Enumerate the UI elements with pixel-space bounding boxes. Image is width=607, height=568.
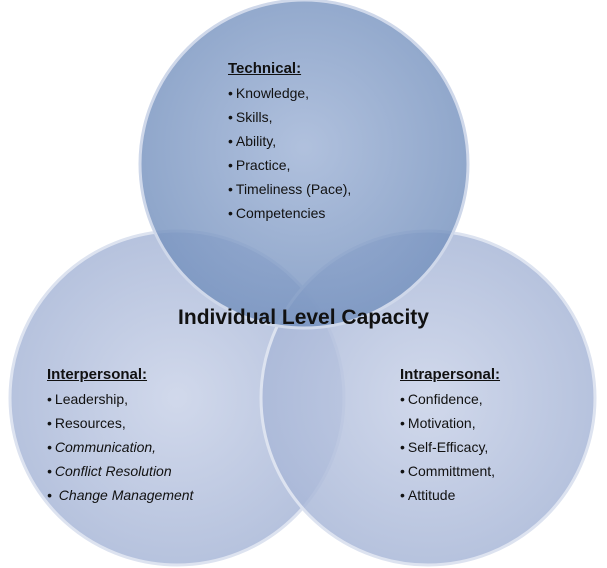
list-item: Self-Efficacy, (400, 435, 500, 459)
list-item: Competencies (228, 201, 351, 225)
list-item: Leadership, (47, 387, 193, 411)
list-item: Resources, (47, 411, 193, 435)
list-item: Conflict Resolution (47, 459, 193, 483)
interpersonal-title: Interpersonal: (47, 366, 148, 383)
technical-label: Technical: Knowledge, Skills, Ability, P… (228, 60, 351, 225)
list-item: Motivation, (400, 411, 500, 435)
list-item: Practice, (228, 153, 351, 177)
interpersonal-label: Interpersonal: Leadership, Resources, Co… (47, 366, 193, 507)
list-item: Knowledge, (228, 81, 351, 105)
list-item: Timeliness (Pace), (228, 177, 351, 201)
list-item: Communication, (47, 435, 193, 459)
intrapersonal-title: Intrapersonal: (400, 366, 501, 383)
list-item: Attitude (400, 483, 500, 507)
center-title: Individual Level Capacity (178, 306, 429, 329)
list-item: Change Management (47, 483, 194, 507)
intrapersonal-list: Confidence, Motivation, Self-Efficacy, C… (400, 387, 500, 507)
technical-title: Technical: (228, 60, 302, 77)
list-item: Ability, (228, 129, 351, 153)
intrapersonal-label: Intrapersonal: Confidence, Motivation, S… (400, 366, 500, 507)
list-item: Skills, (228, 105, 351, 129)
technical-list: Knowledge, Skills, Ability, Practice, Ti… (228, 81, 351, 225)
interpersonal-list: Leadership, Resources, Communication, Co… (47, 387, 194, 507)
list-item: Committment, (400, 459, 500, 483)
list-item: Confidence, (400, 387, 500, 411)
